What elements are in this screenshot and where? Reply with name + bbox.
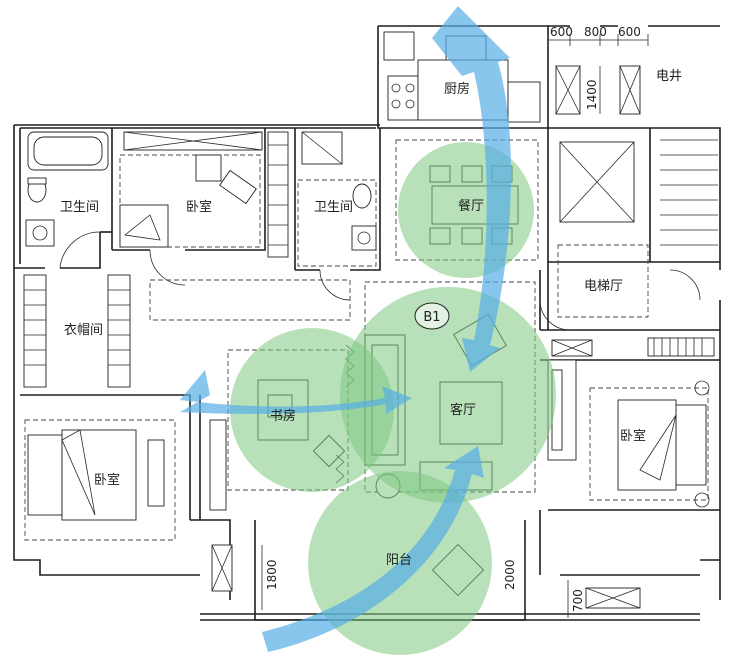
arrow-kitchen-to-living	[432, 6, 512, 372]
label-living: 客厅	[450, 402, 476, 418]
unit-tag: B1	[414, 302, 450, 330]
label-bath-mid: 卫生间	[314, 200, 353, 215]
unit-tag-ring	[414, 302, 450, 330]
dim-800: 800	[584, 25, 607, 39]
room-labels: 厨房 餐厅 卫生间 卧室 卫生间 衣帽间 客厅 书房 电梯厅 电井 卧室 卧室 …	[60, 69, 682, 568]
arrow-balcony-to-living	[262, 446, 484, 652]
arrow-entry-to-living	[180, 370, 412, 414]
zone-living	[340, 287, 556, 503]
dim-1800: 1800	[265, 559, 279, 590]
label-dining: 餐厅	[458, 198, 484, 214]
label-electric-shaft: 电井	[656, 69, 682, 84]
label-bedroom-top: 卧室	[186, 199, 212, 215]
dim-700: 700	[571, 589, 585, 612]
unit-tag-text: B1	[423, 310, 440, 325]
dim-2000: 2000	[503, 559, 517, 590]
label-study: 书房	[270, 408, 296, 424]
dimension-labels: 600 800 600 1400 1800 2000 700	[265, 25, 641, 612]
dim-600-left: 600	[550, 25, 573, 39]
label-elevator-hall: 电梯厅	[584, 279, 623, 294]
circulation-arrows	[180, 6, 512, 652]
label-wardrobe: 衣帽间	[64, 322, 103, 338]
dim-600-right: 600	[618, 25, 641, 39]
label-bath-left: 卫生间	[60, 200, 99, 215]
label-bedroom-right: 卧室	[620, 428, 646, 444]
label-balcony: 阳台	[386, 553, 412, 568]
dim-1400: 1400	[585, 79, 599, 110]
label-kitchen: 厨房	[444, 81, 470, 97]
label-bedroom-left: 卧室	[94, 472, 120, 488]
dimension-lines	[261, 34, 649, 618]
